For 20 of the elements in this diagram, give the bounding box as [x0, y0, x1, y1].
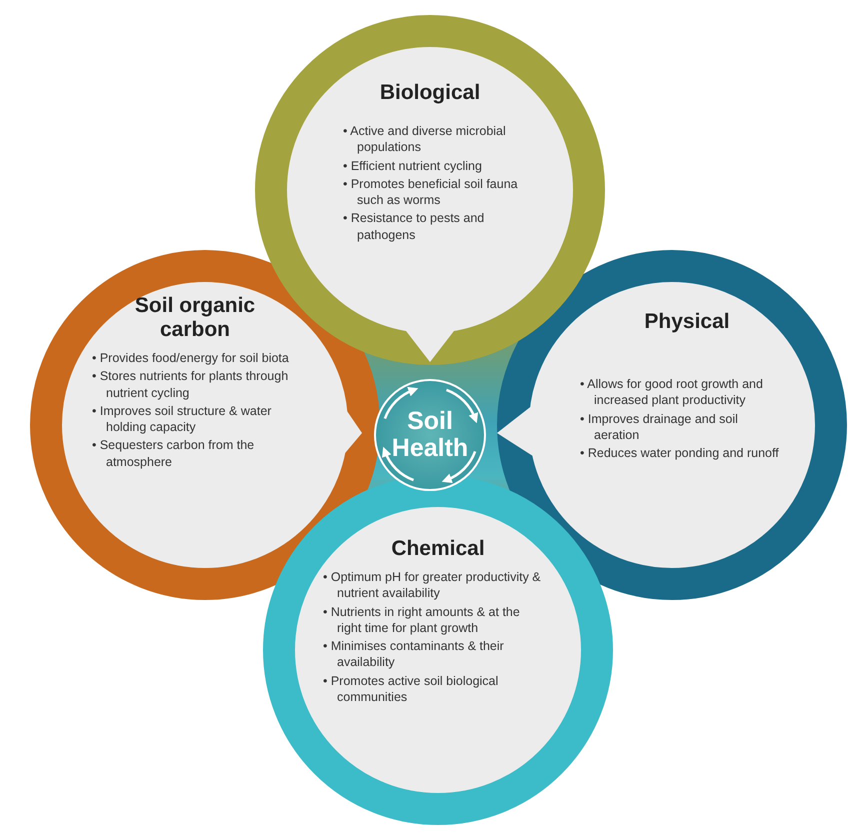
- bullet-text: • Improves soil structure & water holding capacity: [92, 402, 272, 436]
- bullet-text: • Minimises contaminants & their availability: [323, 638, 505, 670]
- circle-heading: Physical: [643, 310, 731, 334]
- circle-heading: Biological: [378, 81, 482, 106]
- bullet-text: • Improves drainage and soil aeration: [580, 410, 739, 443]
- bullet-text: • Stores nutrients for plants through nutrient cycling: [92, 368, 290, 401]
- bullet-text: • Optimum pH for greater productivity & nutrient availability: [323, 569, 542, 602]
- bullet-text: • Promotes beneficial soil fauna such as worms: [343, 176, 519, 208]
- bullet-text: • Sequesters carbon from the atmosphere: [92, 437, 256, 470]
- bullet-text: • Provides food/energy for soil biota: [92, 350, 290, 366]
- bullet-text: • Allows for good root growth and increased plant productivity: [580, 376, 764, 408]
- bullet-text: • Promotes active soil biological communities: [323, 672, 500, 705]
- circle-heading: Chemical: [390, 537, 486, 562]
- bullet-text: • Efficient nutrient cycling: [343, 158, 483, 174]
- bullet-text: • Active and diverse microbial populations: [343, 123, 507, 156]
- circle-heading: Soil organic carbon: [134, 294, 256, 342]
- center-label: Soil Health: [390, 408, 470, 462]
- bullet-text: • Resistance to pests and pathogens: [343, 210, 486, 243]
- bullet-text: • Reduces water ponding and runoff: [580, 445, 780, 462]
- bullet-text: • Nutrients in right amounts & at the right time for plant growth: [323, 604, 521, 636]
